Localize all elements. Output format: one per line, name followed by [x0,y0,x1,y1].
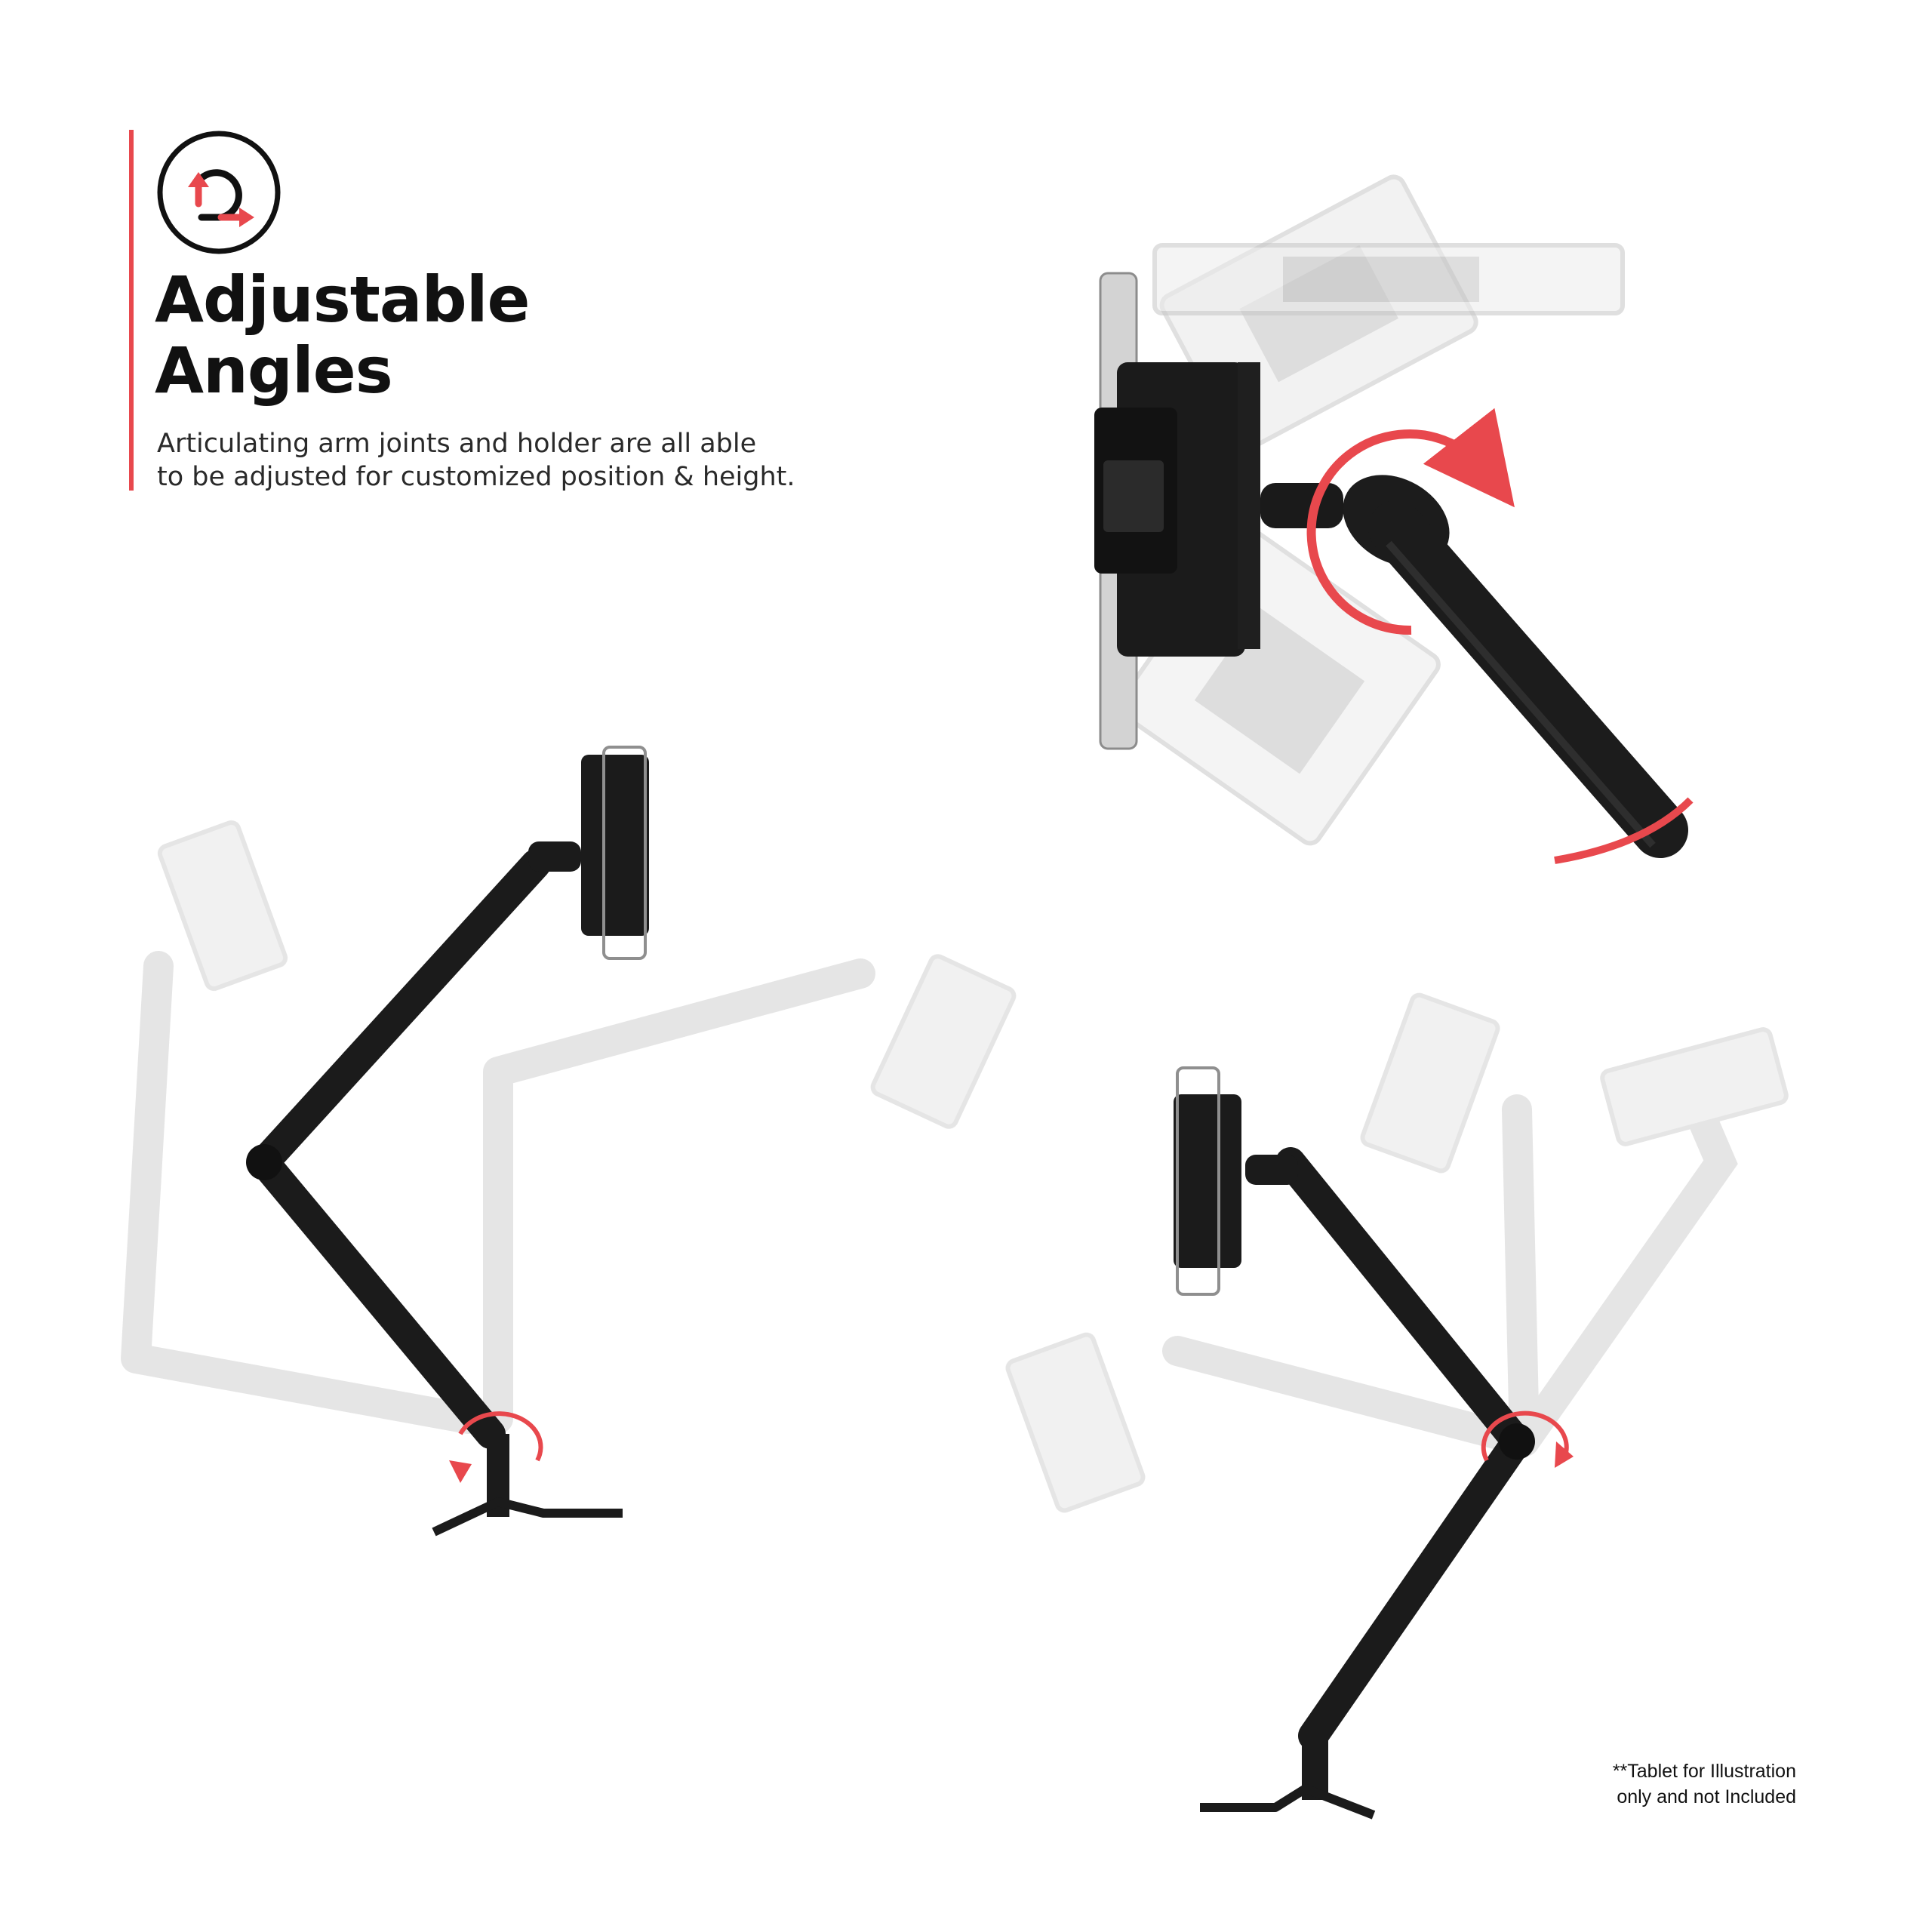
rotation-arrow-arm [1554,797,1694,864]
ghost-arm-pose-wide [483,958,875,1434]
tablet-holder-right [1174,1094,1241,1268]
description-line-1: Articulating arm joints and holder are a… [157,429,757,459]
description-line-2: to be adjusted for customized position &… [157,462,795,492]
elbow-joint-left [246,1144,282,1180]
ghost-arm-pose-angled [1509,1094,1738,1457]
disclaimer-line-1: **Tablet for Illustration [1612,1761,1796,1782]
tablet-holder-left [581,755,649,936]
rotation-arrow-base-left [458,1411,543,1462]
base-feet-right [1200,1784,1376,1820]
holder-rotation-closeup [1094,174,1694,864]
ghost-arm-pose-low [1162,1336,1540,1457]
arm-pose-group-left [121,746,1017,1537]
upper-arm [1368,500,1688,858]
arm-pose-group-right [1005,992,1789,1820]
accent-bar [129,130,134,491]
description: Articulating arm joints and holder are a… [157,427,912,494]
ghost-arm-pose-tall [121,951,483,1434]
ghost-arm-pose-upright [1502,1094,1540,1457]
holder-plate [1238,362,1260,649]
disclaimer-line-2: only and not Included [1617,1786,1796,1807]
base-feet-left [432,1497,623,1537]
title-line-2: Angles [155,334,393,408]
rotation-arrow-base-right [1481,1411,1569,1462]
title-line-1: Adjustable [155,263,530,337]
rotate-arrows-icon [157,131,281,254]
page-title: Adjustable Angles [155,263,530,408]
elbow-joint-right [1499,1423,1535,1460]
rotation-arrow-holder [1306,408,1515,635]
illustration-disclaimer: **Tablet for Illustration only and not I… [1494,1758,1796,1810]
ghost-tablet-horizontal [1152,243,1625,315]
